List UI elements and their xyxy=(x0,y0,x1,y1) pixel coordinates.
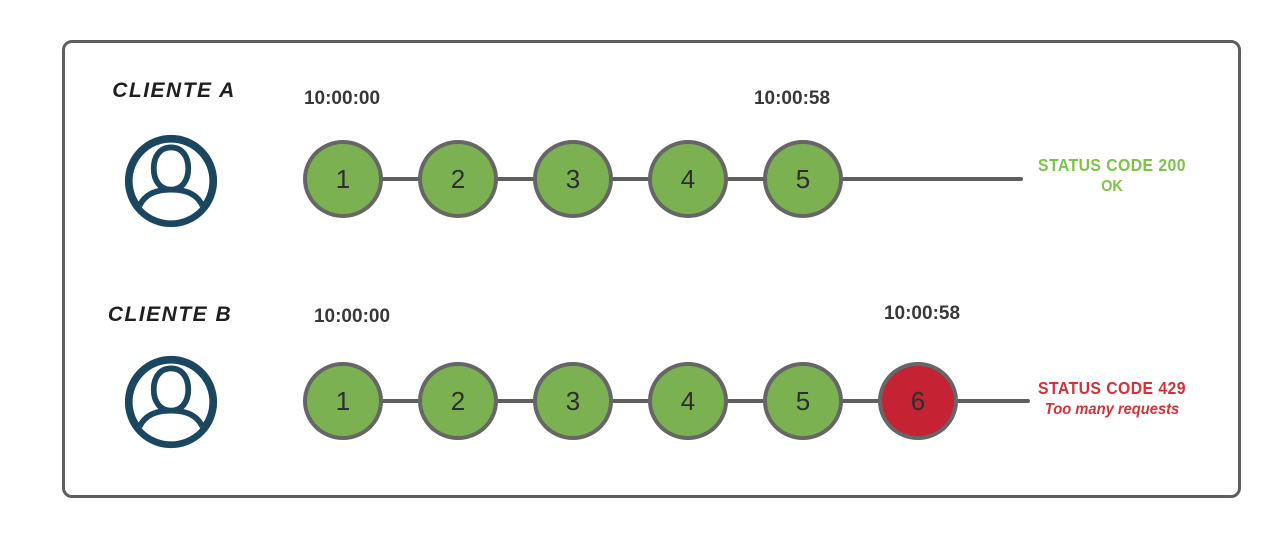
request-node-a3: 3 xyxy=(533,140,613,218)
request-node-b4-number: 4 xyxy=(680,385,696,416)
request-node-b1: 1 xyxy=(303,362,383,440)
request-node-a5: 5 xyxy=(763,140,843,218)
row-b-end-timestamp: 10:00:58 xyxy=(883,303,961,324)
request-node-a3-number: 3 xyxy=(565,163,581,194)
client-a-avatar-icon xyxy=(123,133,219,229)
diagram-frame: CLIENTE A 10:00:00 10:00:58 1 2 3 4 xyxy=(62,40,1241,498)
request-node-a1-number: 1 xyxy=(335,163,351,194)
request-node-b5-number: 5 xyxy=(795,385,811,416)
row-a-end-timestamp: 10:00:58 xyxy=(753,88,831,109)
row-a-start-timestamp: 10:00:00 xyxy=(303,88,381,109)
request-node-a4: 4 xyxy=(648,140,728,218)
row-b-status-code: STATUS CODE 429 xyxy=(1038,378,1186,398)
request-node-a2: 2 xyxy=(418,140,498,218)
client-b-label: CLIENTE B xyxy=(107,303,233,326)
request-node-b5: 5 xyxy=(763,362,843,440)
row-a-status-code: STATUS CODE 200 xyxy=(1038,155,1186,175)
request-node-b3-number: 3 xyxy=(565,385,581,416)
request-node-b6: 6 xyxy=(878,362,958,440)
request-node-a1: 1 xyxy=(303,140,383,218)
request-node-b4: 4 xyxy=(648,362,728,440)
request-node-a4-number: 4 xyxy=(680,163,696,194)
request-node-a5-number: 5 xyxy=(795,163,811,194)
row-b-start-timestamp: 10:00:00 xyxy=(313,306,391,327)
row-b-status: STATUS CODE 429 Too many requests xyxy=(1027,378,1197,419)
request-node-b6-number: 6 xyxy=(910,385,926,416)
row-a-status-text: OK xyxy=(1101,177,1123,195)
row-b-status-text: Too many requests xyxy=(1044,400,1180,418)
request-node-a2-number: 2 xyxy=(450,163,466,194)
request-node-b2-number: 2 xyxy=(450,385,466,416)
request-node-b2: 2 xyxy=(418,362,498,440)
client-a-label: CLIENTE A xyxy=(112,79,236,102)
request-node-b1-number: 1 xyxy=(335,385,351,416)
row-a-status: STATUS CODE 200 OK xyxy=(1027,155,1197,197)
client-b-avatar-icon xyxy=(123,354,219,450)
request-node-b3: 3 xyxy=(533,362,613,440)
